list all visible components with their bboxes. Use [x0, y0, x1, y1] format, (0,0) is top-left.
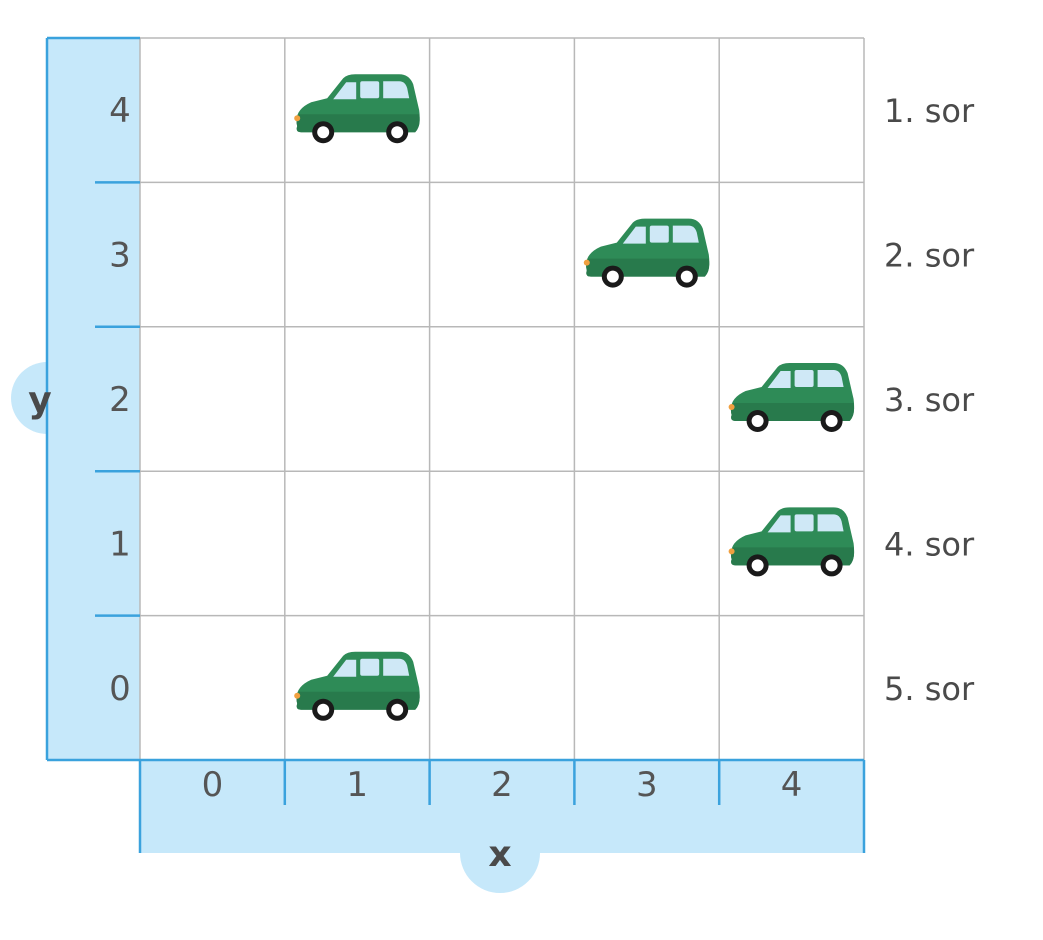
x-tick-label: 4 — [781, 765, 803, 805]
y-axis-name: y — [28, 380, 51, 421]
y-tick-label: 3 — [109, 236, 131, 276]
y-tick-label: 2 — [109, 380, 131, 420]
x-axis-name: x — [488, 834, 511, 875]
row-label: 1. sor — [884, 92, 975, 130]
grid-lines — [139, 37, 865, 761]
axis-ticks — [95, 181, 721, 805]
row-labels: 1. sor 2. sor 3. sor 4. sor 5. sor — [884, 92, 975, 708]
x-tick-labels: 0 1 2 3 4 — [202, 765, 803, 805]
x-axis-name-bubble — [460, 813, 540, 893]
x-tick-label: 0 — [202, 765, 224, 805]
y-tick-label: 1 — [109, 524, 131, 564]
row-label: 2. sor — [884, 237, 975, 275]
x-tick-label: 1 — [346, 765, 368, 805]
y-tick-label: 0 — [109, 669, 131, 709]
x-tick-label: 3 — [636, 765, 658, 805]
row-label: 5. sor — [884, 670, 975, 708]
y-tick-labels: 4 3 2 1 0 — [109, 91, 131, 709]
row-label: 3. sor — [884, 381, 975, 419]
x-tick-label: 2 — [491, 765, 513, 805]
row-label: 4. sor — [884, 525, 975, 563]
y-tick-label: 4 — [109, 91, 131, 131]
